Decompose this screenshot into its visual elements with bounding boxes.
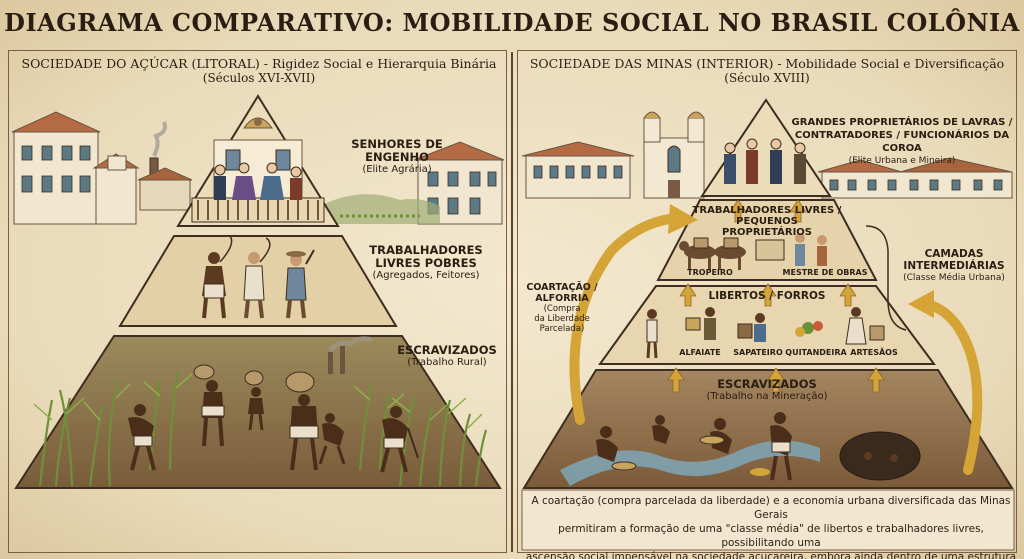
left-panel-frame (8, 50, 507, 553)
left-heading: SOCIEDADE DO AÇÚCAR (LITORAL) - Rigidez … (16, 56, 502, 86)
left-pyramid-top (176, 94, 340, 227)
bracket-intermediate (865, 225, 907, 331)
right-town-buildings (521, 111, 1013, 199)
occupation-mestre-de-obras: MESTRE DE OBRAS (782, 268, 868, 277)
page-title: DIAGRAMA COMPARATIVO: MOBILIDADE SOCIAL … (4, 8, 1020, 37)
right-pyramid-bottom (522, 369, 1014, 489)
occupation-artesaos: ARTESÃOS (850, 348, 898, 357)
right-tier-4-label: ESCRAVIZADOS (Trabalho na Mineração) (700, 378, 834, 403)
right-tier-2-label: TRABALHADORES LIVRES / PEQUENOS PROPRIET… (690, 205, 844, 238)
right-pyramid-top (700, 98, 832, 197)
left-town-buildings-left (11, 111, 140, 225)
occupation-sapateiro: SAPATEIRO (733, 348, 783, 357)
footer-line-1: A coartação (compra parcelada da liberda… (531, 495, 1011, 521)
right-panel-frame (517, 50, 1017, 553)
left-pyramid-bottom (14, 335, 502, 489)
tier-up-arrows (667, 199, 885, 393)
right-heading-text: SOCIEDADE DAS MINAS (INTERIOR) - Mobilid… (529, 56, 1005, 71)
left-period: (Séculos XVI-XVII) (202, 71, 316, 85)
right-tier-1-name-1: GRANDES PROPRIETÁRIOS DE LAVRAS / (791, 117, 1013, 128)
coartacao-desc-2: da Liberdade (534, 314, 590, 324)
left-tier-2-desc: (Agregados, Feitores) (372, 270, 480, 281)
left-tier-3-desc: (Trabalho Rural) (407, 357, 487, 368)
left-tier-1-desc: (Elite Agrária) (362, 164, 432, 175)
panel-divider (511, 52, 513, 552)
left-tier-2-name-2: LIVRES POBRES (375, 256, 477, 270)
right-tier-1-label: GRANDES PROPRIETÁRIOS DE LAVRAS / CONTRA… (786, 116, 1018, 167)
right-tier-2-name-2: PEQUENOS PROPRIETÁRIOS (721, 216, 813, 238)
coartacao-desc-1: (Compra (543, 304, 581, 314)
coartacao-line2: ALFORRIA (535, 293, 589, 304)
camadas-line2: INTERMEDIÁRIAS (903, 260, 1005, 272)
left-pyramid-middle (118, 235, 398, 327)
left-tier-2-name-1: TRABALHADORES (369, 243, 483, 257)
camadas-desc: (Classe Média Urbana) (903, 273, 1005, 283)
left-hills (320, 194, 440, 224)
right-tier-3-label: LIBERTOS / FORROS (690, 290, 844, 303)
camadas-label: CAMADAS INTERMEDIÁRIAS (Classe Média Urb… (892, 248, 1016, 284)
left-tier-2-label: TRABALHADORES LIVRES POBRES (Agregados, … (356, 244, 496, 282)
right-period: (Século XVIII) (724, 71, 810, 85)
left-tier-1-label: SENHORES DE ENGENHO (Elite Agrária) (322, 138, 472, 176)
left-heading-text: SOCIEDADE DO AÇÚCAR (LITORAL) - Rigidez … (21, 56, 497, 71)
right-tier-1-desc: (Elite Urbana e Mineira) (848, 156, 956, 166)
right-tier-2-name-1: TRABALHADORES LIVRES / (692, 205, 842, 216)
coartacao-line1: COARTAÇÃO / (526, 282, 598, 293)
camadas-arrow (908, 290, 983, 475)
right-pyramid-tier-2 (656, 199, 878, 281)
right-heading: SOCIEDADE DAS MINAS (INTERIOR) - Mobilid… (524, 56, 1010, 86)
right-tier-4-name: ESCRAVIZADOS (717, 377, 817, 391)
footer-box (521, 489, 1015, 551)
right-tier-1-name-2: CONTRATADORES / FUNCIONÁRIOS DA COROA (794, 130, 1010, 154)
right-tier-4-desc: (Trabalho na Mineração) (706, 391, 828, 402)
left-sugar-mill (137, 121, 193, 211)
right-tier-3-name: LIBERTOS / FORROS (708, 290, 826, 302)
footer-line-3: ascensão social impensável na sociedade … (525, 551, 1017, 559)
left-tier-1-name: SENHORES DE ENGENHO (351, 137, 443, 164)
occupation-tropeiro: TROPEIRO (687, 268, 733, 277)
occupation-alfaiate: ALFAIATE (679, 348, 721, 357)
camadas-line1: CAMADAS (924, 248, 984, 260)
coartacao-desc-3: Parcelada) (539, 324, 585, 334)
coartacao-arrow (569, 204, 698, 425)
footer-note: A coartação (compra parcelada da liberda… (525, 494, 1017, 559)
occupation-quitandeira: QUITANDEIRA (785, 348, 847, 357)
footer-line-2: permitiram a formação de uma "classe méd… (558, 523, 984, 549)
coartacao-label: COARTAÇÃO / ALFORRIA (Compra da Liberdad… (524, 282, 600, 334)
left-tier-3-label: ESCRAVIZADOS (Trabalho Rural) (392, 344, 502, 369)
left-tier-3-name: ESCRAVIZADOS (397, 343, 497, 357)
